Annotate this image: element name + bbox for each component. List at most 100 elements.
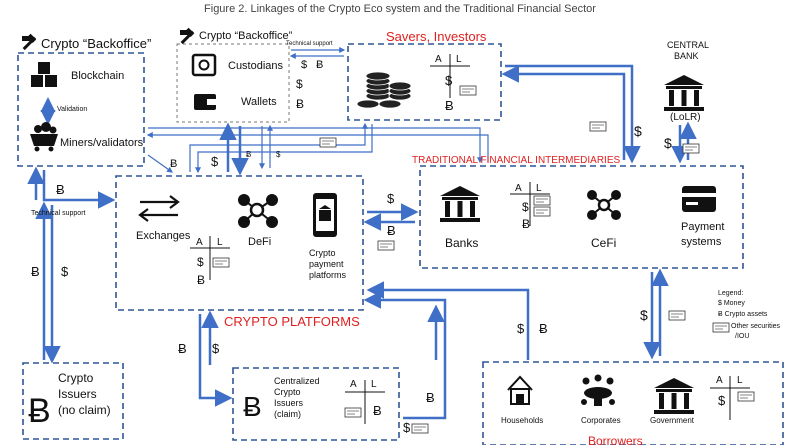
- technical-support-top: Technical support: [286, 41, 333, 47]
- defi-network-icon: [238, 194, 278, 228]
- flow-bitcoin-borrowers: Ƀ: [539, 321, 548, 336]
- arrow-platforms-to-cent-issuers: [198, 314, 233, 407]
- backoffice-center-title: Crypto “Backoffice”: [199, 30, 293, 42]
- savers-ledger-l: L: [456, 54, 462, 65]
- issuers-line3: (no claim): [58, 403, 111, 417]
- banks-label: Banks: [445, 236, 479, 250]
- coins-icon: [356, 71, 412, 109]
- borrowers-dollar: $: [718, 393, 726, 408]
- arrow-iou-icon-1: [319, 137, 337, 148]
- backoffice-left-box: [17, 52, 145, 167]
- mining-cart-icon: [30, 122, 58, 152]
- flow-dollar-custodians-1: $: [301, 59, 308, 71]
- flow-bitcoin-custodians-1: Ƀ: [316, 59, 324, 71]
- government-label: Government: [650, 416, 695, 425]
- backoffice-left-title: Crypto “Backoffice”: [41, 36, 152, 51]
- house-icon: [507, 375, 533, 405]
- centralized-issuers-box: [232, 367, 400, 441]
- arrow-iou-icon-4: [377, 240, 395, 251]
- tfi-dollar: $: [522, 200, 529, 214]
- corporates-icon: [581, 374, 615, 406]
- flow-dollar-issuers: $: [61, 264, 69, 279]
- crypto-issuers-box: [22, 362, 124, 440]
- validation-label: Validation: [57, 106, 88, 113]
- platforms-title: CRYPTO PLATFORMS: [224, 314, 360, 329]
- cent-issuers-line2: Crypto: [274, 387, 301, 397]
- households-label: Households: [501, 416, 544, 425]
- wallets-label: Wallets: [241, 96, 277, 108]
- savers-dollar: $: [445, 73, 453, 88]
- banks-icon: [440, 186, 480, 222]
- safe-icon: [191, 53, 217, 77]
- arrow-savers-to-tfi: [505, 64, 641, 164]
- issuers-line2: Issuers: [58, 387, 97, 401]
- flow-bitcoin-issuers: Ƀ: [31, 264, 40, 279]
- borrowers-ledger-a: A: [716, 375, 723, 386]
- flow-dollar-platforms-up: $: [211, 154, 219, 169]
- flow-dollar-custodians-2: $: [296, 77, 303, 91]
- blockchain-label: Blockchain: [71, 70, 125, 82]
- payment-line1: Payment: [681, 221, 725, 233]
- mobile-payment-icon: [313, 193, 337, 237]
- cent-ledger-l: L: [371, 379, 377, 390]
- arrow-iou-icon-5: [668, 310, 686, 321]
- bitcoin-icon-centralized: Ƀ: [243, 391, 262, 422]
- flow-bitcoin-bc-1: Ƀ: [246, 150, 252, 159]
- figure-title: Figure 2. Linkages of the Crypto Eco sys…: [204, 3, 596, 15]
- blockchain-icon: [31, 62, 57, 87]
- hammer-icon-center: [180, 27, 195, 45]
- flow-dollar-tfi-borrowers: $: [640, 307, 648, 323]
- legend-other1: Other securities: [731, 323, 781, 330]
- custodians-label: Custodians: [228, 60, 284, 72]
- legend-title: Legend:: [718, 290, 744, 297]
- corporates-label: Corporates: [581, 416, 621, 425]
- savers-box: [347, 43, 502, 121]
- cb-line1: CENTRAL: [667, 40, 710, 50]
- cent-issuers-line1: Centralized: [274, 376, 320, 386]
- crypto-payment-line1: Crypto: [309, 248, 336, 258]
- platforms-iou-icon: [212, 257, 230, 268]
- tfi-iou-icon-1: [533, 195, 551, 206]
- savers-iou-icon: [459, 85, 477, 96]
- cb-lolr: (LoLR): [670, 112, 701, 123]
- flow-bitcoin-cent-borrowers: Ƀ: [426, 390, 435, 405]
- issuers-line1: Crypto: [58, 371, 94, 385]
- hammer-icon: [22, 33, 37, 51]
- legend-crypto: Ƀ Crypto assets: [718, 311, 768, 318]
- platforms-bitcoin: Ƀ: [197, 273, 206, 287]
- tfi-box: [419, 165, 744, 269]
- flow-dollar-cent-issuers: $: [212, 341, 220, 356]
- flow-dollar-cent-borrowers: $: [403, 420, 411, 435]
- tfi-title: TRADITIONAL FINANCIAL INTERMEDIARIES: [412, 155, 621, 166]
- flow-bitcoin-cent-issuers: Ƀ: [178, 341, 187, 356]
- cent-issuers-line4: (claim): [274, 409, 301, 419]
- cent-bitcoin: Ƀ: [373, 403, 382, 418]
- tfi-iou-icon-2: [533, 206, 551, 217]
- exchanges-label: Exchanges: [136, 230, 191, 242]
- technical-support-left: Technical support: [31, 210, 86, 217]
- borrowers-title: Borrowers: [588, 434, 643, 448]
- bitcoin-icon-large: Ƀ: [28, 392, 51, 430]
- arrow-iou-icon-6: [411, 423, 429, 434]
- platforms-dollar: $: [197, 255, 204, 269]
- platforms-ledger-l: L: [217, 237, 223, 248]
- crypto-payment-line3: platforms: [309, 270, 347, 280]
- cb-line2: BANK: [674, 51, 699, 61]
- central-bank-icon: [664, 75, 704, 111]
- flow-dollar-bc-1: $: [276, 150, 281, 159]
- flow-bitcoin-backoffice-platforms: Ƀ: [56, 182, 65, 197]
- flow-bitcoin-tfi-platforms: Ƀ: [387, 223, 396, 238]
- arrow-miners-to-platforms: [147, 154, 173, 173]
- savers-ledger-a: A: [435, 54, 442, 65]
- arrow-miners-to-tfi: [148, 127, 483, 164]
- borrowers-box: [482, 361, 784, 445]
- cent-issuers-iou-icon: [344, 407, 362, 418]
- exchange-arrows-icon: [138, 195, 180, 222]
- arrow-backoffice-to-platforms: [42, 170, 116, 209]
- legend-money: $ Money: [718, 300, 745, 307]
- government-icon: [654, 378, 694, 414]
- arrow-savers-to-platforms: [195, 124, 373, 174]
- borrowers-ledger-l: L: [737, 375, 743, 386]
- crypto-payment-line2: payment: [309, 259, 344, 269]
